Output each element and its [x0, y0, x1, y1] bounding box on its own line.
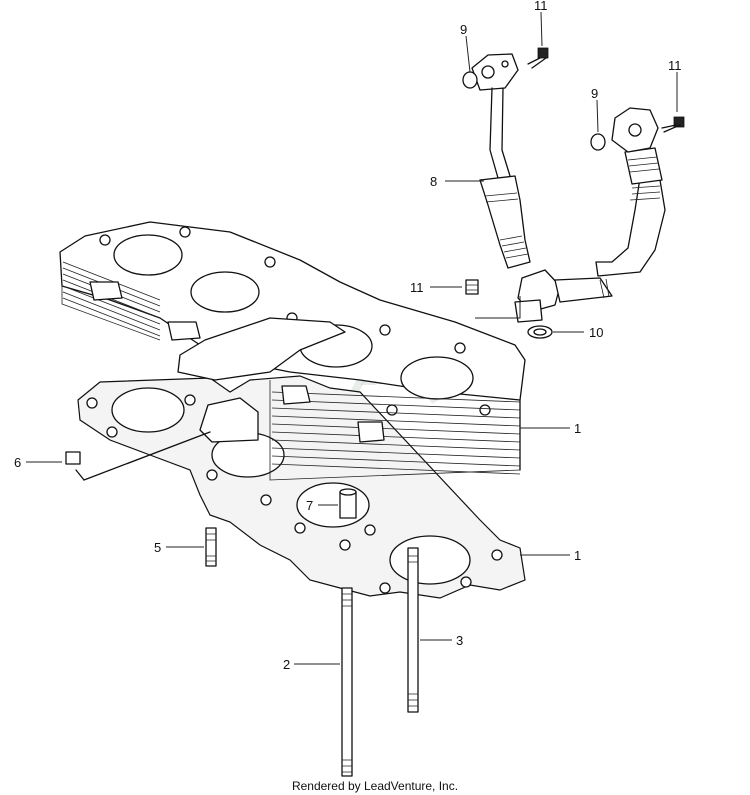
sealing-washer-left	[462, 71, 478, 89]
sealing-washer-bottom	[527, 325, 553, 339]
callout-6: 6	[14, 455, 21, 470]
callout-10: 10	[589, 325, 603, 340]
sealing-washer-right	[590, 133, 606, 151]
callout-5: 5	[154, 540, 161, 555]
cylinder-block	[59, 221, 526, 481]
callout-3: 3	[456, 633, 463, 648]
callout-1-gasket: 1	[574, 548, 581, 563]
oil-pipe-assembly	[471, 53, 666, 323]
medium-stud	[407, 547, 419, 713]
footer-credit: Rendered by LeadVenture, Inc.	[292, 779, 458, 793]
callout-9-left: 9	[460, 22, 467, 37]
banjo-bolt-top	[527, 47, 549, 69]
callout-11-right: 11	[668, 58, 682, 73]
short-stud	[205, 527, 217, 567]
callout-9-right: 9	[591, 86, 598, 101]
leader-lines	[26, 11, 678, 665]
banjo-bolt-left	[465, 279, 479, 295]
callout-11-left: 11	[410, 280, 424, 295]
callout-8: 8	[430, 174, 437, 189]
callout-11-top: 11	[534, 0, 548, 13]
callout-7: 7	[306, 498, 313, 513]
cap-nut	[65, 431, 211, 481]
callout-1-block: 1	[574, 421, 581, 436]
long-stud	[341, 587, 353, 777]
banjo-bolt-right	[661, 116, 685, 133]
callout-2: 2	[283, 657, 290, 672]
dowel-pin	[339, 488, 357, 519]
